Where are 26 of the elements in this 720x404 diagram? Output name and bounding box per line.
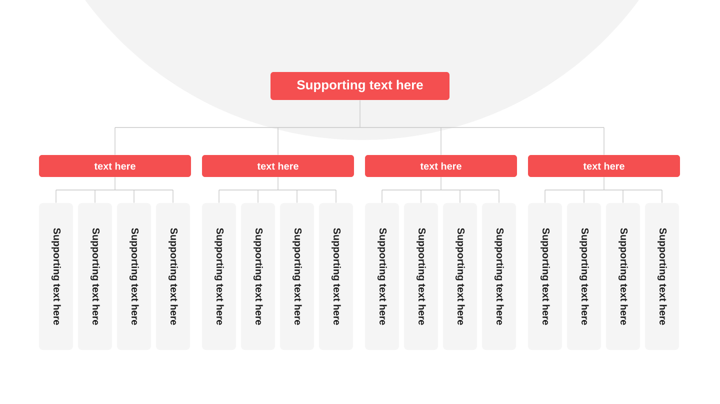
text-card: Supporting text here — [39, 203, 73, 350]
text-card: Supporting text here — [645, 203, 679, 350]
connector-line — [382, 176, 500, 204]
category-box: text here — [202, 155, 354, 177]
connector-line — [544, 176, 662, 204]
text-card: Supporting text here — [528, 203, 562, 350]
connector-line — [56, 176, 174, 204]
text-card: Supporting text here — [404, 203, 438, 350]
text-card: Supporting text here — [482, 203, 516, 350]
text-card: Supporting text here — [117, 203, 151, 350]
text-card: Supporting text here — [365, 203, 399, 350]
text-card: Supporting text here — [241, 203, 275, 350]
category-box: text here — [39, 155, 191, 177]
connector-line — [114, 100, 604, 156]
text-card: Supporting text here — [280, 203, 314, 350]
text-card: Supporting text here — [606, 203, 640, 350]
connector-line — [218, 176, 336, 204]
heading-box: Supporting text here — [270, 72, 450, 100]
text-card: Supporting text here — [202, 203, 236, 350]
text-card: Supporting text here — [319, 203, 353, 350]
category-box: text here — [365, 155, 517, 177]
text-card: Supporting text here — [443, 203, 477, 350]
text-card: Supporting text here — [567, 203, 601, 350]
category-box: text here — [528, 155, 680, 177]
text-card: Supporting text here — [78, 203, 112, 350]
text-card: Supporting text here — [156, 203, 190, 350]
